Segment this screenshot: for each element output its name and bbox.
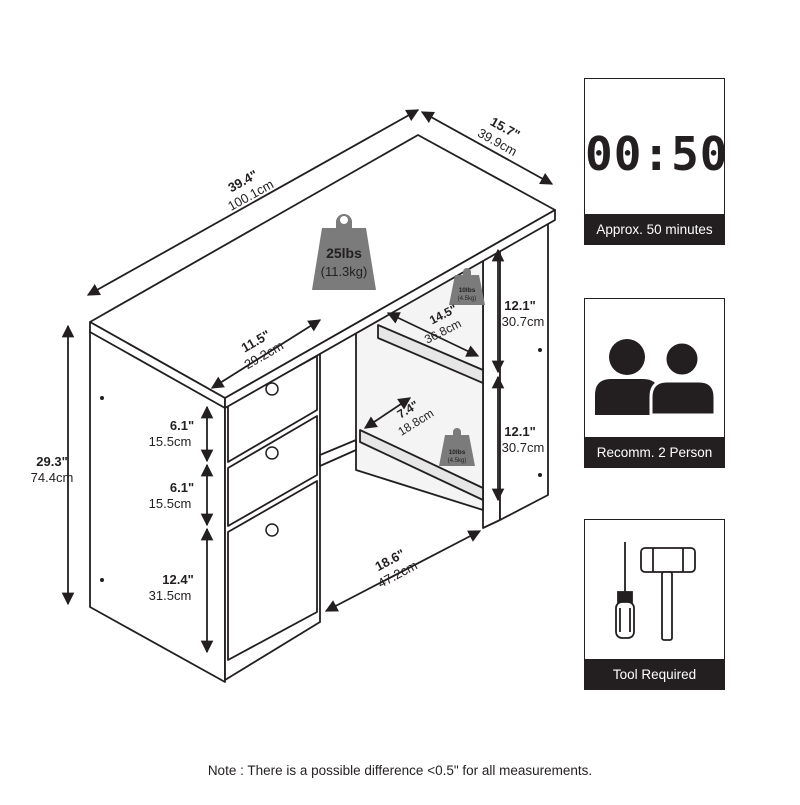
tools-panel: Tool Required (584, 519, 725, 690)
drawer-depth-dim-line (210, 319, 322, 389)
drawer3-in: 12.4" (162, 572, 193, 587)
shelf-upper-cm: 30.7cm (502, 314, 545, 329)
measurement-note: Note : There is a possible difference <0… (207, 763, 593, 778)
drawer2-in: 6.1" (170, 480, 194, 495)
drawer3-cm: 31.5cm (149, 588, 192, 603)
top-weight-badge: 25lbs (11.3kg) (312, 214, 376, 290)
drawer-3-pull (265, 523, 279, 537)
shelf2-weight-badge: 10lbs (4.5kg) (439, 428, 475, 466)
people-caption: Recomm. 2 Person (585, 437, 724, 467)
height-in: 29.3" (36, 454, 67, 469)
drawer1-cm: 15.5cm (149, 434, 192, 449)
drawer2-cm: 15.5cm (149, 496, 192, 511)
tools-icon (615, 542, 696, 641)
knee-width-dim-line (324, 530, 482, 612)
height-cm: 74.4cm (31, 470, 74, 485)
shelf2-weight-kg: (4.5kg) (448, 458, 467, 464)
shelf-depth-dim-line (363, 397, 412, 429)
top-weight-kg: (11.3kg) (321, 264, 368, 279)
assembly-time-caption: Approx. 50 minutes (585, 214, 724, 244)
assembly-time-panel: 00:50 Approx. 50 minutes (584, 78, 729, 245)
shelf1-weight-lbs: 10lbs (459, 287, 476, 294)
shelf-width-dim-line (386, 312, 480, 357)
shelf1-weight-badge: 10lbs (4.5kg) (449, 268, 485, 305)
drawer-2-pull (265, 446, 279, 460)
shelf2-weight-lbs: 10lbs (449, 449, 466, 456)
two-person-icon (595, 339, 717, 417)
tools-caption: Tool Required (585, 659, 724, 689)
middle-brace (319, 439, 357, 467)
dimension-lines (61, 109, 554, 654)
timer-display: 00:50 (585, 127, 729, 181)
shelf-upper-in: 12.1" (504, 298, 535, 313)
shelf1-weight-kg: (4.5kg) (458, 296, 477, 302)
hammer-icon (640, 547, 696, 641)
top-weight-lbs: 25lbs (326, 245, 362, 261)
drawer1-in: 6.1" (170, 418, 194, 433)
depth-dim-line (420, 111, 554, 185)
shelf-lower-in: 12.1" (504, 424, 535, 439)
drawer-1-pull (265, 382, 279, 396)
lower-shelf (359, 429, 484, 501)
shelf-lower-cm: 30.7cm (502, 440, 545, 455)
shelf-pin-holes (100, 348, 542, 582)
people-panel: Recomm. 2 Person (584, 298, 725, 468)
screwdriver-icon (615, 542, 635, 639)
drawer-2-front (227, 415, 318, 527)
width-dim-line (86, 109, 420, 296)
drawer-3-front (227, 480, 318, 661)
